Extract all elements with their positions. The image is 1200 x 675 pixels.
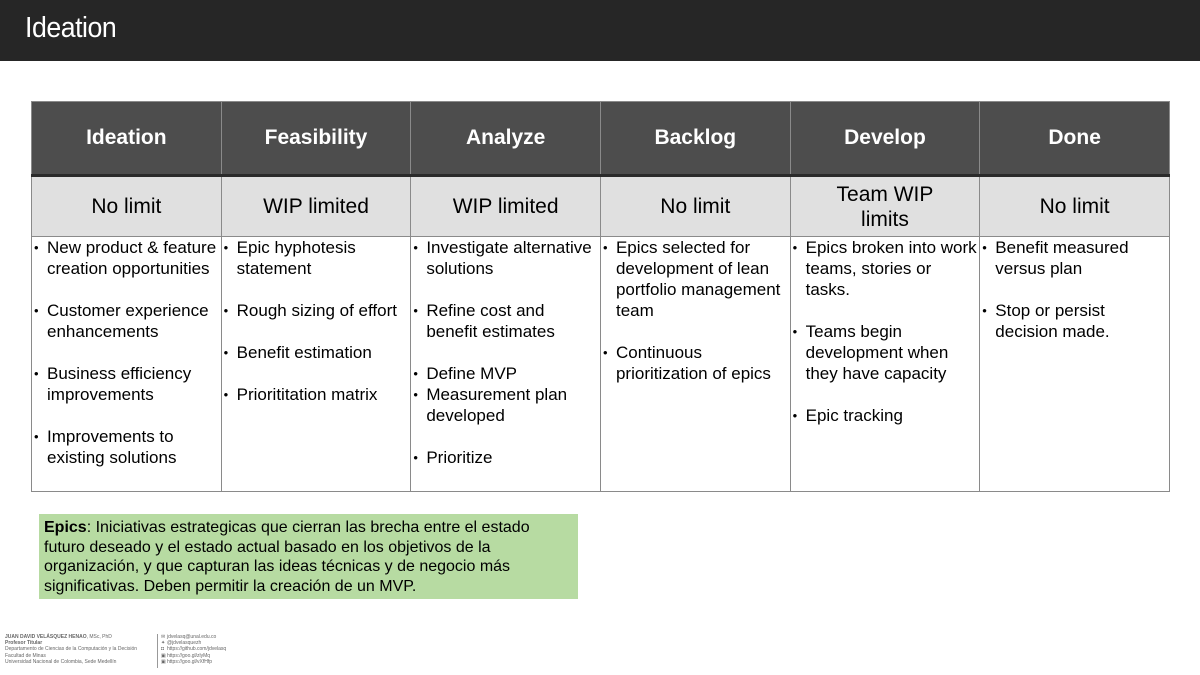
author-faculty: Facultad de Minas bbox=[5, 652, 46, 659]
list-item: Stop or persist decision made. bbox=[980, 300, 1167, 342]
epics-note: Epics: Iniciativas estrategicas que cier… bbox=[39, 514, 578, 599]
list-item: Measurement plan developed bbox=[411, 384, 598, 426]
contact-github-text: https://github.com/jdvelasq bbox=[167, 646, 227, 653]
items-analyze: Investigate alternative solutions Refine… bbox=[410, 236, 601, 492]
title-bar: Ideation bbox=[0, 0, 1200, 61]
limit-done: No limit bbox=[979, 174, 1170, 237]
column-header-analyze: Analyze bbox=[410, 101, 601, 176]
list-item: Investigate alternative solutions bbox=[411, 237, 598, 279]
list-item: Rough sizing of effort bbox=[222, 300, 409, 321]
link-icon: ▣ bbox=[161, 652, 166, 659]
github-icon: ◘ bbox=[161, 646, 165, 653]
contact-twitter-text: @jdvelasquezh bbox=[167, 640, 202, 647]
contact-email[interactable]: ✉jdvelasq@unal.edu.co bbox=[161, 634, 281, 640]
list-item: Define MVP bbox=[411, 363, 598, 384]
items-feasibility: Epic hyphotesis statement Rough sizing o… bbox=[220, 236, 412, 492]
items-row: New product & feature creation opportuni… bbox=[31, 236, 1170, 492]
limit-feasibility: WIP limited bbox=[220, 174, 412, 237]
column-header-develop: Develop bbox=[789, 101, 981, 176]
items-ideation: New product & feature creation opportuni… bbox=[31, 236, 222, 492]
author-name: JUAN DAVID VELÁSQUEZ HENAO bbox=[5, 634, 87, 640]
author-role: Profesor Titular bbox=[5, 640, 43, 647]
items-done: Benefit measured versus plan Stop or per… bbox=[979, 236, 1170, 492]
link-icon: ▣ bbox=[161, 658, 166, 665]
author-degree: , MSc, PhD bbox=[86, 634, 112, 640]
list-item: Customer experience enhancements bbox=[32, 300, 219, 342]
list-item: Epic hyphotesis statement bbox=[222, 237, 409, 279]
twitter-icon: ✦ bbox=[161, 640, 166, 647]
list-item: New product & feature creation opportuni… bbox=[32, 237, 219, 279]
contact-link-1-text: https://goo.gl/zlyMq bbox=[167, 652, 211, 659]
column-header-done: Done bbox=[979, 101, 1170, 176]
limit-row: No limit WIP limited WIP limited No limi… bbox=[31, 174, 1170, 237]
list-item: Priorititation matrix bbox=[222, 384, 409, 405]
list-item: Epics broken into work teams, stories or… bbox=[791, 237, 978, 300]
author-department: Departamento de Ciencias de la Computaci… bbox=[5, 646, 138, 653]
list-item: Refine cost and benefit estimates bbox=[411, 300, 598, 342]
contact-link-1[interactable]: ▣https://goo.gl/zlyMq bbox=[161, 653, 281, 659]
epics-definition: : Iniciativas estrategicas que cierran l… bbox=[44, 519, 530, 595]
list-item: Benefit estimation bbox=[222, 342, 409, 363]
contact-email-text: jdvelasq@unal.edu.co bbox=[167, 634, 217, 640]
author-university: Universidad Nacional de Colombia, Sede M… bbox=[5, 658, 117, 665]
items-develop: Epics broken into work teams, stories or… bbox=[789, 236, 981, 492]
contact-github[interactable]: ◘https://github.com/jdvelasq bbox=[161, 646, 281, 652]
list-item: Business efficiency improvements bbox=[32, 363, 219, 405]
kanban-table: Ideation Feasibility Analyze Backlog Dev… bbox=[31, 101, 1170, 492]
limit-ideation: No limit bbox=[31, 174, 222, 237]
author-line: JUAN DAVID VELÁSQUEZ HENAO, MSc, PhD bbox=[5, 634, 155, 640]
column-header-ideation: Ideation bbox=[31, 101, 222, 176]
list-item: Teams begin development when they have c… bbox=[791, 321, 978, 384]
column-header-backlog: Backlog bbox=[599, 101, 791, 176]
contact-link-2[interactable]: ▣https://goo.gl/vXfHfp bbox=[161, 659, 281, 665]
list-item: Epic tracking bbox=[791, 405, 978, 426]
slide-title: Ideation bbox=[25, 12, 117, 44]
contact-link-2-text: https://goo.gl/vXfHfp bbox=[167, 658, 213, 665]
list-item: Improvements to existing solutions bbox=[32, 426, 219, 468]
limit-backlog: No limit bbox=[599, 174, 791, 237]
author-block: JUAN DAVID VELÁSQUEZ HENAO, MSc, PhD Pro… bbox=[5, 634, 155, 665]
column-header-row: Ideation Feasibility Analyze Backlog Dev… bbox=[31, 101, 1170, 176]
footer-divider bbox=[157, 634, 158, 668]
items-backlog: Epics selected for development of lean p… bbox=[599, 236, 791, 492]
epics-term: Epics bbox=[44, 519, 87, 536]
column-header-feasibility: Feasibility bbox=[220, 101, 412, 176]
limit-develop: Team WIP limits bbox=[789, 174, 981, 237]
list-item: Prioritize bbox=[411, 447, 598, 468]
limit-analyze: WIP limited bbox=[410, 174, 601, 237]
list-item: Benefit measured versus plan bbox=[980, 237, 1167, 279]
list-item: Continuous prioritization of epics bbox=[601, 342, 788, 384]
contact-links: ✉jdvelasq@unal.edu.co ✦@jdvelasquezh ◘ht… bbox=[161, 634, 281, 665]
email-icon: ✉ bbox=[161, 634, 166, 640]
list-item: Epics selected for development of lean p… bbox=[601, 237, 788, 321]
contact-twitter[interactable]: ✦@jdvelasquezh bbox=[161, 640, 281, 646]
